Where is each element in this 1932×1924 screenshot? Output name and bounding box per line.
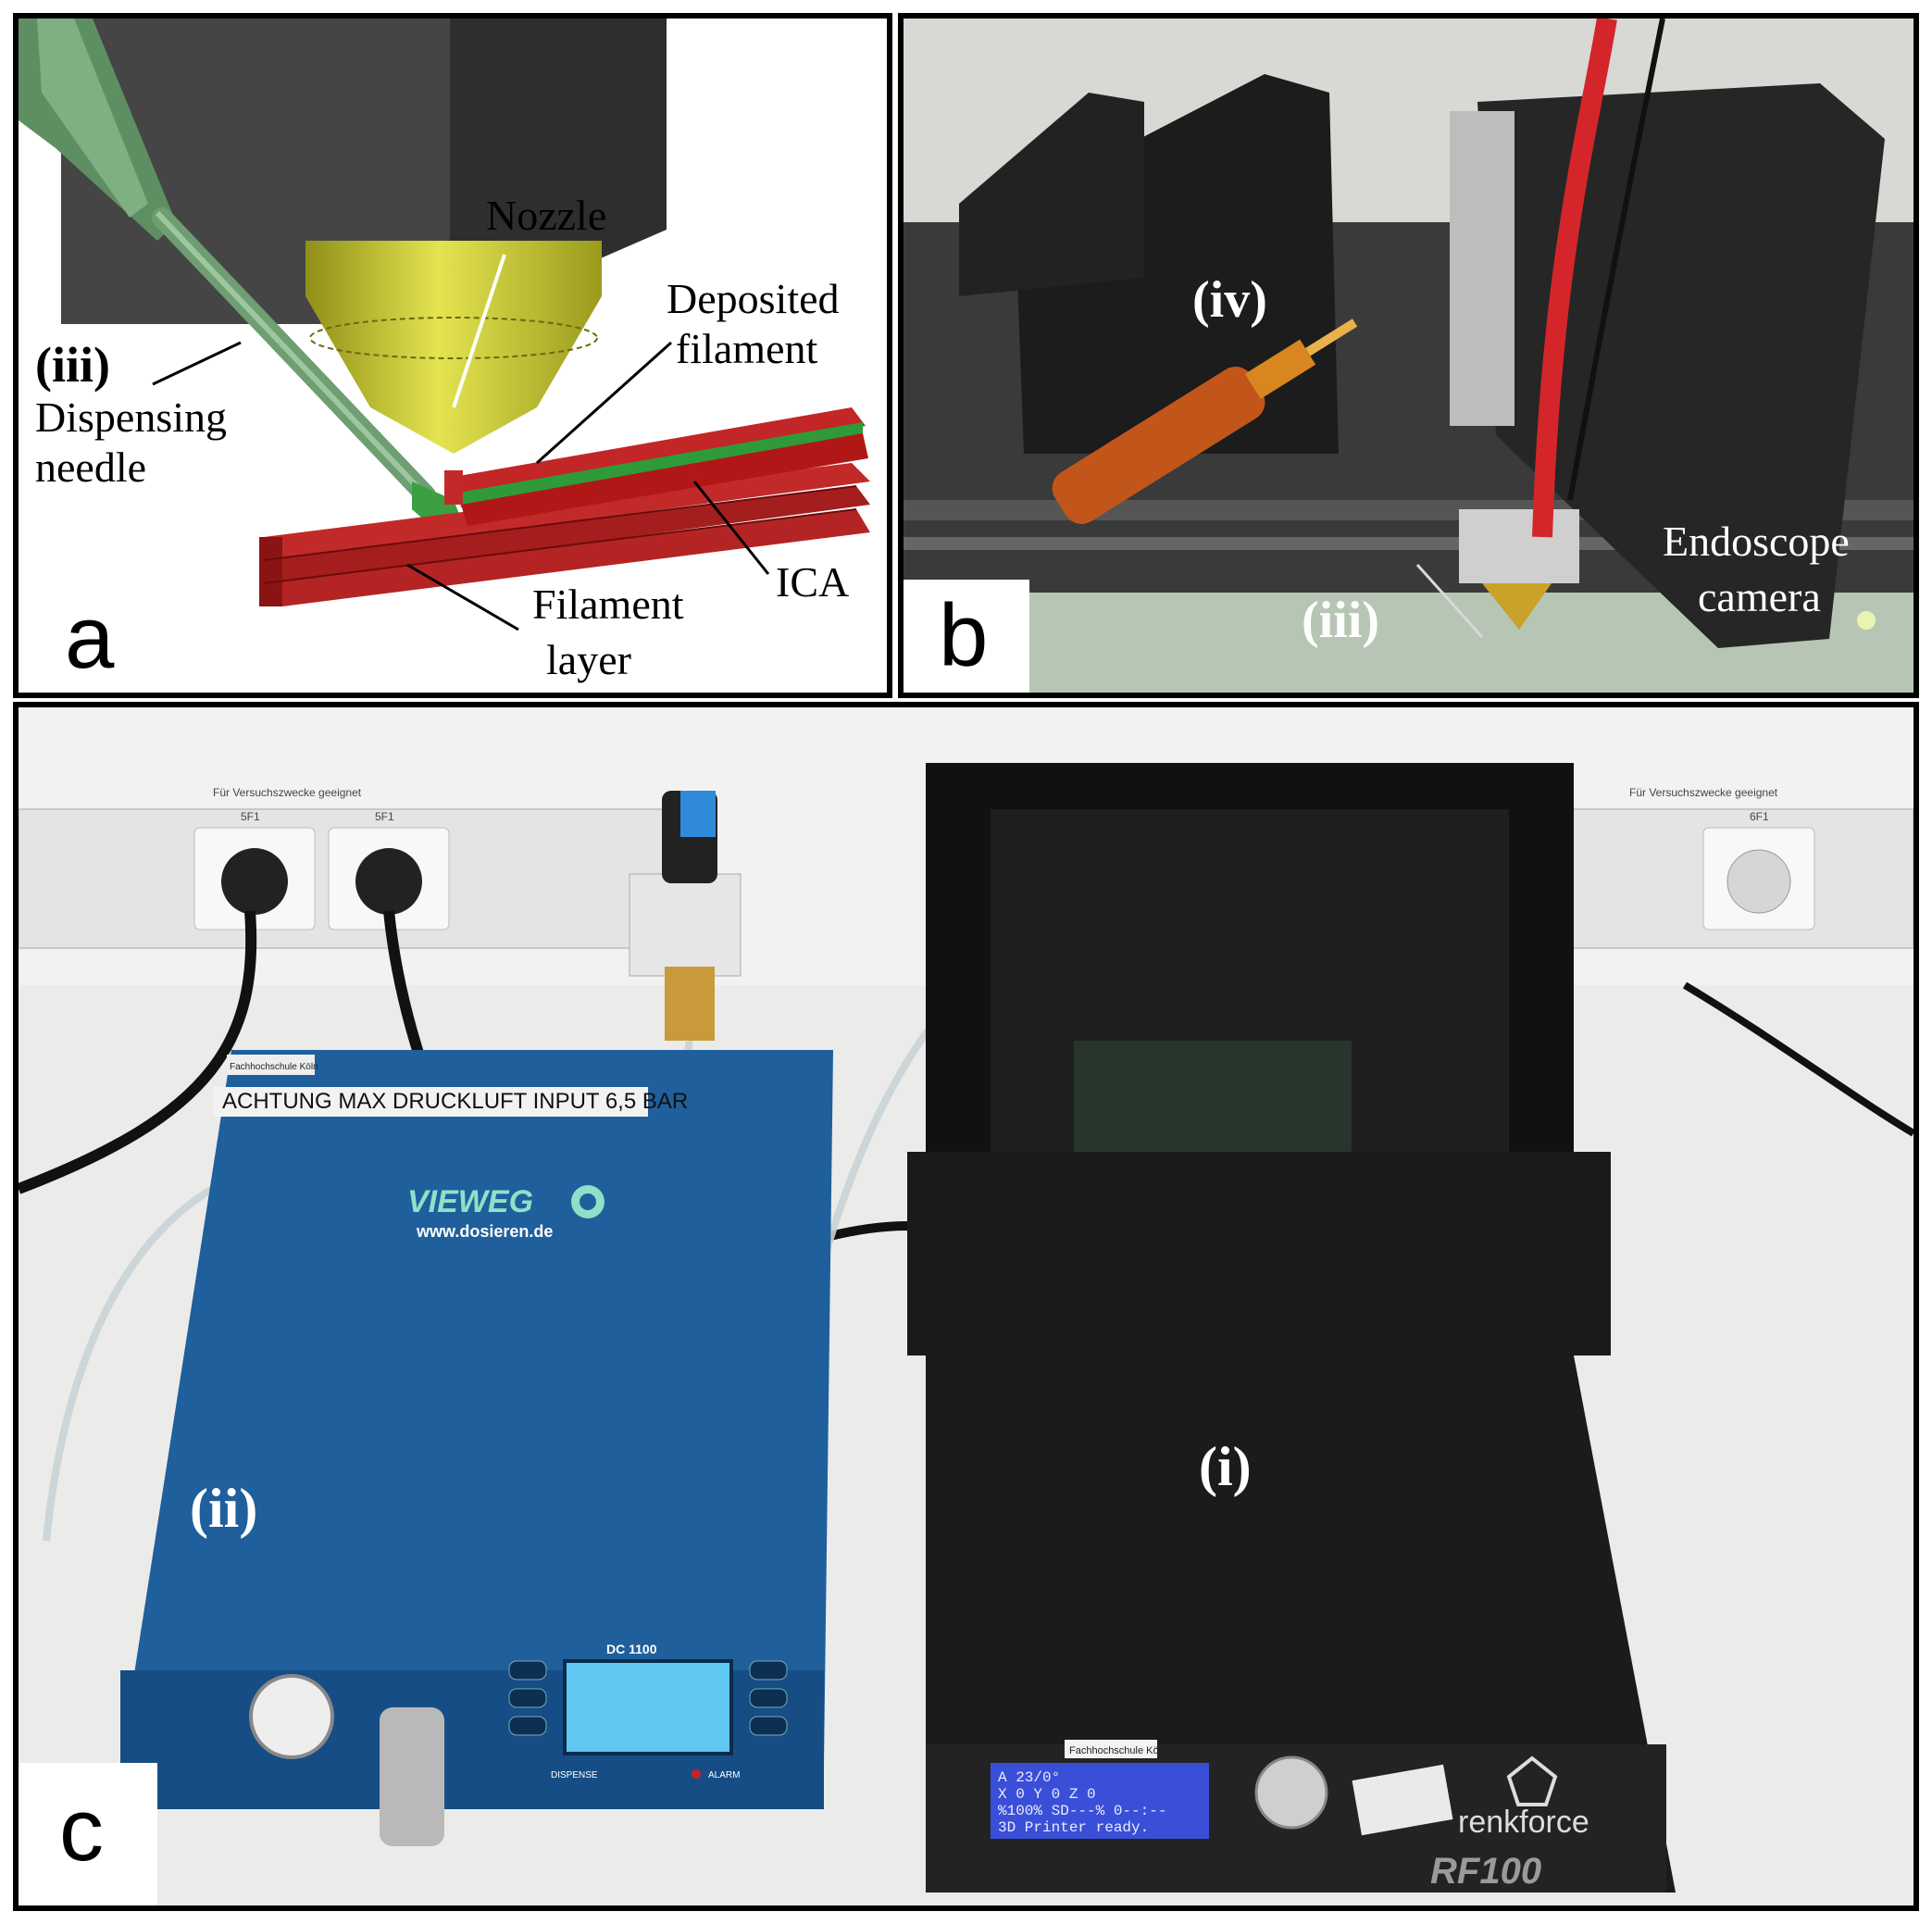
label-dispensing-line1: Dispensing — [35, 394, 227, 441]
deposited-filament-shape — [444, 407, 868, 526]
label-endoscope-line2: camera — [1698, 573, 1821, 620]
heater-block-photo — [1459, 509, 1579, 583]
pressure-gauge — [249, 1674, 334, 1759]
socket-strip-left: Für Versuchszwecke geeignet 5F1 5F1 — [19, 786, 686, 949]
panel-a-letter: a — [65, 588, 115, 687]
panel-a-illustration: Nozzle Deposited filament (iii) Dispensi… — [19, 19, 870, 683]
panel-b: (iv) (iii) Endoscope camera b — [898, 13, 1919, 698]
label-endoscope-line1: Endoscope — [1663, 518, 1850, 565]
dispenser-buttons-left — [508, 1660, 547, 1736]
label-iv: (iv) — [1192, 271, 1267, 329]
panel-c-letter: c — [59, 1780, 104, 1880]
lcd-line-1: A 23/0° — [998, 1769, 1060, 1786]
socket-tag-1: 5F1 — [241, 810, 260, 823]
printer-brand: renkforce — [1458, 1805, 1589, 1840]
dispenser-regulator-knob — [380, 1707, 444, 1846]
label-filament-line2: layer — [546, 636, 631, 683]
label-iii-a: (iii) — [35, 337, 110, 393]
dispenser-url: www.dosieren.de — [416, 1222, 553, 1241]
nozzle-shape — [305, 241, 602, 454]
dispenser-dispense-label: DISPENSE — [551, 1770, 598, 1780]
label-nozzle: Nozzle — [486, 192, 606, 239]
renkforce-logo-icon — [1506, 1755, 1558, 1806]
label-i: (i) — [1199, 1436, 1252, 1497]
panel-c: Für Versuchszwecke geeignet 5F1 5F1 Für … — [13, 702, 1919, 1911]
panel-c-letter-box: c — [19, 1763, 157, 1905]
printer-sticker — [1065, 1740, 1157, 1758]
socket-tag-2: 5F1 — [375, 810, 394, 823]
dispenser-unit — [120, 1050, 833, 1809]
printer-lcd: A 23/0° X 0 Y 0 Z 0 %100% SD---% 0--:-- … — [991, 1763, 1209, 1839]
socket-tag-3: 6F1 — [1750, 810, 1769, 823]
label-iii-b: (iii) — [1302, 592, 1379, 649]
panel-b-photo: (iv) (iii) Endoscope camera — [904, 19, 1913, 693]
label-ica: ICA — [776, 558, 849, 606]
dispenser-model: DC 1100 — [606, 1642, 657, 1656]
panel-b-letter-box: b — [904, 580, 1029, 693]
lcd-line-3: %100% SD---% 0--:-- — [998, 1803, 1166, 1819]
nozzle-photo — [1482, 583, 1552, 630]
panel-a: Nozzle Deposited filament (iii) Dispensi… — [13, 13, 892, 698]
label-dispensing-line2: needle — [35, 444, 146, 491]
label-deposited-line2: filament — [676, 325, 817, 372]
printer-model: RF100 — [1430, 1851, 1541, 1892]
vieweg-logo-icon — [571, 1185, 605, 1218]
panel-b-letter: b — [939, 586, 989, 685]
label-ii: (ii) — [190, 1478, 257, 1539]
socket-label-left: Für Versuchszwecke geeignet — [213, 786, 362, 799]
printer-sticker-text: Fachhochschule Köln — [1069, 1745, 1166, 1756]
syringe — [1052, 319, 1358, 524]
socket-strip-right: Für Versuchszwecke geeignet 6F1 — [1554, 786, 1913, 949]
printer-body — [907, 763, 1676, 1893]
panel-a-letter-box: a — [19, 583, 157, 693]
dispenser-sticker — [227, 1055, 315, 1075]
lcd-line-2: X 0 Y 0 Z 0 — [998, 1786, 1096, 1803]
label-deposited-line1: Deposited — [667, 275, 840, 322]
printer-note — [1352, 1764, 1453, 1836]
dispenser-alarm-label: ALARM — [708, 1770, 740, 1780]
dispenser-sticker-text: Fachhochschule Köln — [230, 1062, 318, 1072]
dispenser-warning: ACHTUNG MAX DRUCKLUFT INPUT 6,5 BAR — [222, 1089, 688, 1114]
socket-label-right: Für Versuchszwecke geeignet — [1629, 786, 1778, 799]
panel-c-photo: Für Versuchszwecke geeignet 5F1 5F1 Für … — [19, 707, 1913, 1905]
label-filament-line1: Filament — [532, 581, 684, 628]
alarm-led — [692, 1769, 701, 1779]
printer-knob — [1254, 1755, 1328, 1830]
pressure-regulator — [629, 791, 742, 1041]
dispenser-buttons-right — [749, 1660, 788, 1736]
dispenser-lcd — [563, 1659, 733, 1755]
lcd-line-4: 3D Printer ready. — [998, 1819, 1149, 1836]
dispenser-brand: VIEWEG — [407, 1184, 533, 1219]
